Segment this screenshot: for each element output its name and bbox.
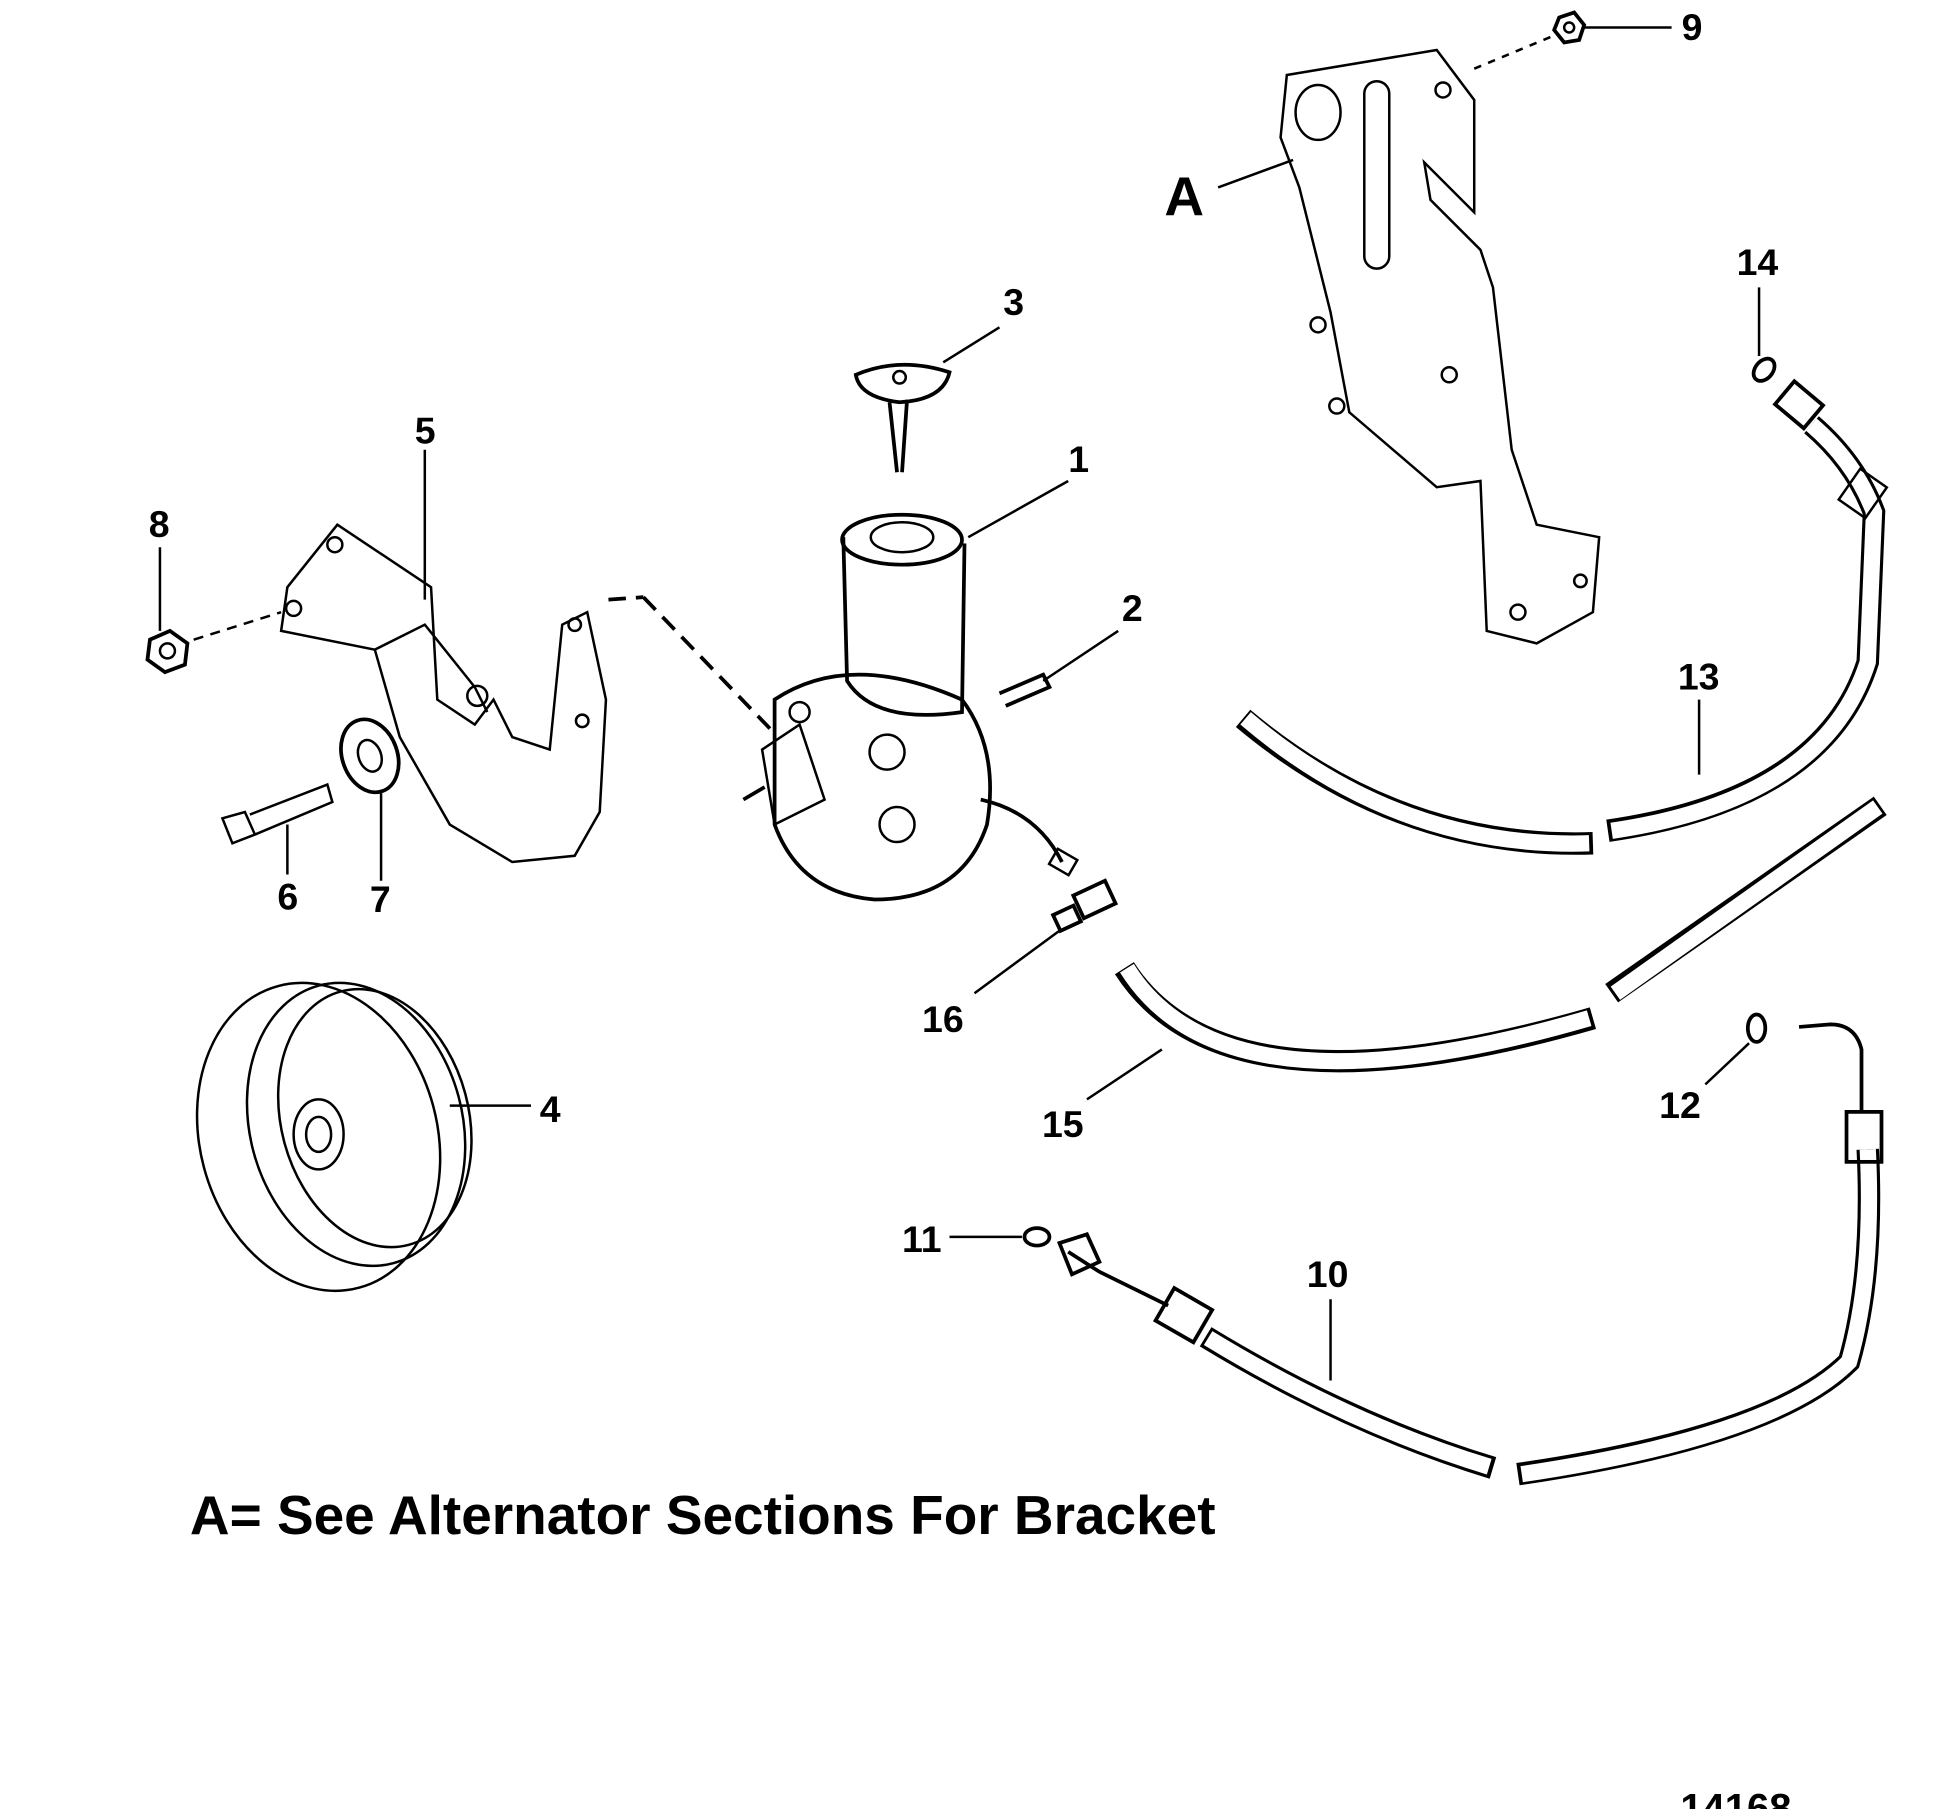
callout-6: 6: [277, 875, 298, 917]
stud-2: [998, 629, 1119, 708]
callout-13: 13: [1678, 656, 1720, 698]
power-steering-pump-1: [608, 479, 1080, 902]
callout-10: 10: [1307, 1253, 1349, 1295]
fitting-16: [973, 878, 1119, 995]
callout-2: 2: [1122, 587, 1143, 629]
pulley-4: [195, 981, 531, 1293]
callout-15: 15: [1042, 1103, 1084, 1145]
callout-4: 4: [540, 1088, 561, 1130]
o-ring-14: [1751, 287, 1777, 383]
hose-10: [1056, 1022, 1884, 1486]
callout-16: 16: [922, 998, 964, 1040]
hose-15: [1086, 796, 1887, 1101]
pump-bracket-5: [279, 449, 608, 864]
callout-9: 9: [1682, 6, 1703, 48]
hose-13: [1235, 378, 1889, 855]
bracket-label-a: A: [1164, 165, 1204, 227]
bracket-note: A= See Alternator Sections For Bracket: [190, 1484, 1216, 1546]
callout-8: 8: [149, 503, 170, 545]
bolt-6: [220, 782, 334, 875]
nut-8: [145, 547, 282, 675]
filler-cap-3: [853, 326, 1001, 473]
washer-7: [339, 717, 401, 881]
o-ring-12: [1704, 1012, 1768, 1086]
callout-14: 14: [1737, 241, 1779, 283]
figure-number: 14168: [1680, 1786, 1791, 1809]
callout-11: 11: [902, 1218, 942, 1260]
alternator-bracket-a: [1217, 33, 1601, 645]
nut-9: [1552, 10, 1672, 45]
o-ring-11: [949, 1226, 1052, 1248]
callout-5: 5: [415, 410, 436, 452]
callout-12: 12: [1659, 1084, 1701, 1126]
callout-1: 1: [1068, 438, 1089, 480]
callout-3: 3: [1003, 281, 1024, 323]
callout-7: 7: [370, 878, 391, 920]
